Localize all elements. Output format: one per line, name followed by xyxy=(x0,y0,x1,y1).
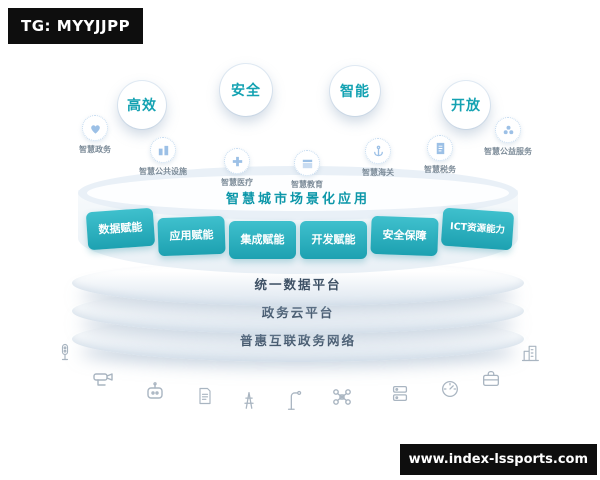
domain-smart-education: 智慧教育 xyxy=(291,150,323,190)
domain-smart-public-welfare: 智慧公益服务 xyxy=(484,117,532,157)
capability-development-empowerment: 开发赋能 xyxy=(300,221,367,259)
server-icon xyxy=(389,383,411,405)
value-bubble-label: 开放 xyxy=(451,98,481,114)
tax-document-icon xyxy=(427,135,453,161)
capability-label: 安全保障 xyxy=(382,227,427,243)
capability-ict-resources: ICT资源能力 xyxy=(440,207,515,251)
capability-security-assurance: 安全保障 xyxy=(370,215,439,257)
anchor-icon xyxy=(365,138,391,164)
value-bubble-label: 智能 xyxy=(340,84,370,100)
capability-data-empowerment: 数据赋能 xyxy=(85,207,156,251)
calendar-icon xyxy=(294,150,320,176)
heart-pulse-icon xyxy=(82,115,108,141)
capability-application-empowerment: 应用赋能 xyxy=(157,215,226,257)
value-bubble-intelligent: 智能 xyxy=(330,66,380,116)
domain-smart-taxation: 智慧税务 xyxy=(424,135,456,175)
drone-icon xyxy=(330,385,354,409)
layer-label: 普惠互联政务网络 xyxy=(239,332,356,348)
platform-title: 智慧城市场景化应用 xyxy=(225,192,370,207)
charity-flower-icon xyxy=(495,117,521,143)
building-icon xyxy=(520,343,540,363)
street-lamp-icon xyxy=(284,390,306,412)
capability-integration-empowerment: 集成赋能 xyxy=(229,221,296,259)
briefcase-icon xyxy=(480,368,502,390)
capability-label: 数据赋能 xyxy=(98,220,143,237)
capability-label: 应用赋能 xyxy=(169,227,214,243)
buildings-icon xyxy=(150,137,176,163)
domain-label: 智慧政务 xyxy=(79,145,111,154)
capability-label: ICT资源能力 xyxy=(449,220,506,236)
domain-label: 智慧公共设施 xyxy=(139,167,187,176)
value-bubble-open: 开放 xyxy=(442,81,490,129)
domain-smart-healthcare: 智慧医疗 xyxy=(221,148,253,188)
domain-label: 智慧医疗 xyxy=(221,178,253,187)
domain-smart-public-facilities: 智慧公共设施 xyxy=(139,137,187,177)
cctv-camera-icon xyxy=(91,368,115,392)
value-bubble-label: 高效 xyxy=(127,98,157,114)
capability-label: 开发赋能 xyxy=(311,232,356,246)
domain-smart-customs: 智慧海关 xyxy=(362,138,394,178)
domain-label: 智慧税务 xyxy=(424,165,456,174)
gauge-icon xyxy=(439,378,461,400)
traffic-signal-icon xyxy=(55,342,75,362)
layer-label: 统一数据平台 xyxy=(254,276,342,292)
robot-icon xyxy=(143,379,167,403)
document-icon xyxy=(195,386,215,406)
domain-smart-government: 智慧政务 xyxy=(79,115,111,155)
layer-label: 政务云平台 xyxy=(261,304,335,320)
value-bubble-label: 安全 xyxy=(231,83,261,99)
value-bubble-efficient: 高效 xyxy=(118,81,166,129)
domain-label: 智慧教育 xyxy=(291,180,323,189)
domain-label: 智慧公益服务 xyxy=(484,147,532,156)
watermark-top-left: TG: MYYJJPP xyxy=(8,8,144,44)
value-bubble-secure: 安全 xyxy=(220,64,272,116)
watermark-bottom-right: www.index-lssports.com xyxy=(399,444,597,475)
domain-label: 智慧海关 xyxy=(362,168,394,177)
medical-cross-icon xyxy=(224,148,250,174)
transmission-tower-icon xyxy=(238,389,260,411)
capability-label: 集成赋能 xyxy=(240,232,285,246)
